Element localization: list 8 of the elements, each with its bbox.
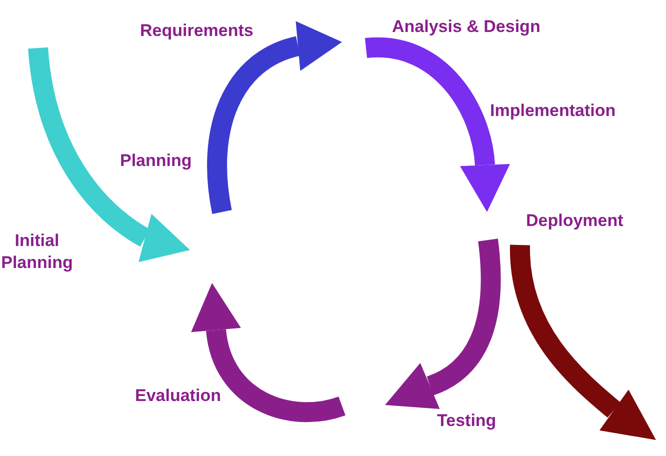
stage-label: Evaluation [135,385,221,407]
stage-label: Testing [437,410,496,432]
stage-label: Initial Planning [0,230,74,274]
stage-label: Requirements [140,20,254,42]
stage-label: Deployment [526,210,624,232]
stage-label: Planning [120,150,192,172]
stage-label: Analysis & Design [392,16,540,38]
stage-label: Implementation [490,100,616,122]
